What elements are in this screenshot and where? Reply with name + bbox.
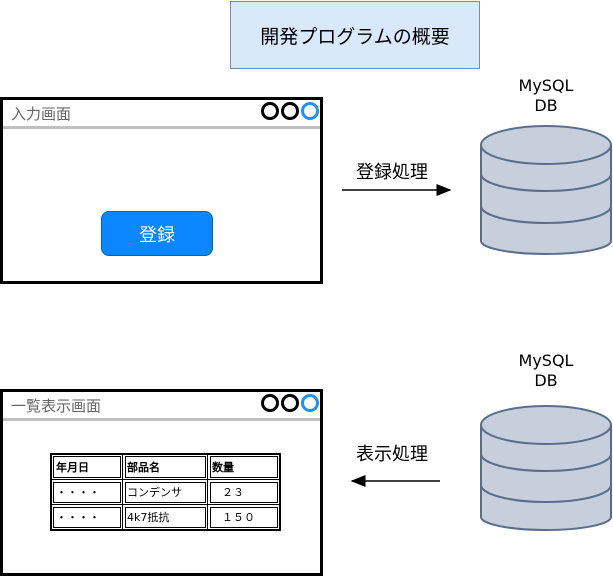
list-window-titlebar: 一覧表示画面 <box>3 392 320 421</box>
data-table: 年月日 部品名 数量 ・・・・ コンデンサ ２３ ・・・・ 4k7抵抗 １５０ <box>50 453 281 531</box>
input-window-title: 入力画面 <box>11 105 72 123</box>
table-cell: ２３ <box>207 479 281 505</box>
window-controls <box>261 394 319 412</box>
window-control-circle-icon[interactable] <box>261 394 279 412</box>
register-button[interactable]: 登録 <box>101 211 213 256</box>
database-bottom-icon <box>480 405 612 531</box>
db-label-line: MySQL <box>518 351 574 370</box>
table-cell: 4k7抵抗 <box>122 504 208 531</box>
window-control-circle-icon[interactable] <box>261 102 279 120</box>
db-label-bottom: MySQL DB <box>506 351 586 391</box>
window-control-circle-icon[interactable] <box>281 394 299 412</box>
table-cell: コンデンサ <box>122 479 208 505</box>
table-header-cell: 数量 <box>207 453 281 480</box>
table-row: ・・・・ コンデンサ ２３ <box>50 479 281 505</box>
input-window-titlebar: 入力画面 <box>3 100 320 129</box>
table-cell: ・・・・ <box>50 504 123 531</box>
db-label-line: MySQL <box>518 76 574 95</box>
window-control-circle-icon[interactable] <box>301 394 319 412</box>
window-control-circle-icon[interactable] <box>301 102 319 120</box>
input-window: 入力画面 登録 <box>0 97 323 284</box>
window-controls <box>261 102 319 120</box>
table-cell: １５０ <box>207 504 281 531</box>
display-process-label: 表示処理 <box>356 444 428 465</box>
db-label-line: DB <box>534 371 558 390</box>
db-label-top: MySQL DB <box>506 76 586 116</box>
list-window: 一覧表示画面 年月日 部品名 数量 ・・・・ コンデンサ ２３ ・・・・ 4k7… <box>0 389 323 576</box>
diagram-title: 開発プログラムの概要 <box>230 1 480 69</box>
list-window-title: 一覧表示画面 <box>11 397 102 415</box>
database-top-icon <box>480 125 612 255</box>
register-process-label: 登録処理 <box>356 162 428 183</box>
table-row: ・・・・ 4k7抵抗 １５０ <box>50 504 281 531</box>
table-header-cell: 部品名 <box>122 453 208 480</box>
window-control-circle-icon[interactable] <box>281 102 299 120</box>
table-cell: ・・・・ <box>50 479 123 505</box>
db-label-line: DB <box>534 96 558 115</box>
